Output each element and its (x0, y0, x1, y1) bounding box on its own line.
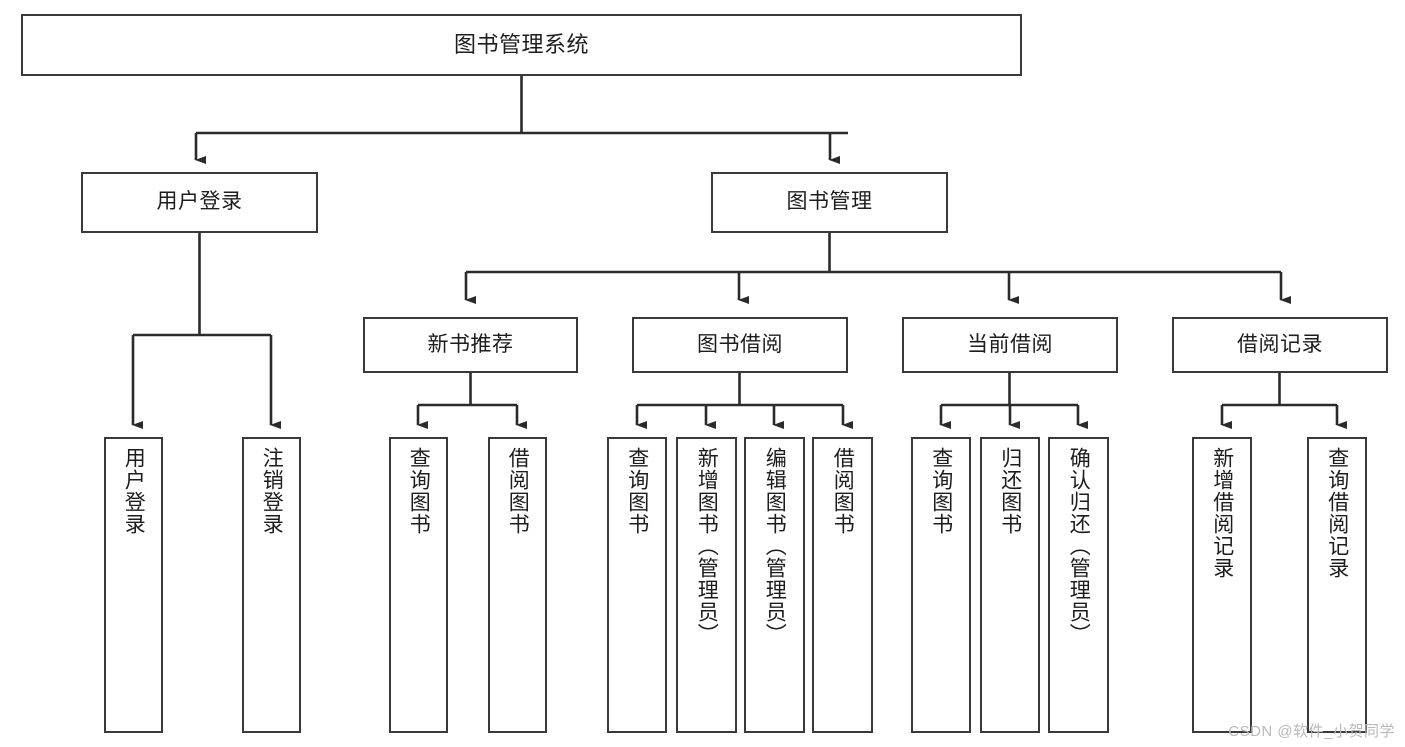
node-leaf-query-book-1[interactable]: 查询图书 (389, 437, 448, 733)
node-leaf-user-login[interactable]: 用户登录 (104, 437, 163, 733)
node-leaf-query-book-1-label: 查询图书 (407, 447, 431, 535)
node-leaf-add-book-label: 新增图书（管理员） (695, 447, 719, 645)
node-borrow-record[interactable]: 借阅记录 (1172, 317, 1388, 373)
node-leaf-edit-book[interactable]: 编辑图书（管理员） (744, 437, 805, 733)
node-borrow-record-label: 借阅记录 (1237, 332, 1323, 356)
node-leaf-borrow-book-1-label: 借阅图书 (506, 447, 530, 535)
node-leaf-query-book-3[interactable]: 查询图书 (911, 437, 971, 733)
node-root[interactable]: 图书管理系统 (21, 14, 1022, 76)
node-leaf-add-record[interactable]: 新增借阅记录 (1192, 437, 1252, 733)
node-user-login[interactable]: 用户登录 (81, 172, 318, 233)
node-leaf-query-book-3-label: 查询图书 (929, 447, 953, 535)
node-book-borrow[interactable]: 图书借阅 (632, 317, 848, 373)
node-book-management[interactable]: 图书管理 (711, 172, 948, 233)
node-leaf-query-book-2-label: 查询图书 (625, 447, 649, 535)
node-leaf-logout-label: 注销登录 (260, 447, 284, 535)
node-leaf-borrow-book-2[interactable]: 借阅图书 (812, 437, 873, 733)
node-leaf-confirm-return[interactable]: 确认归还（管理员） (1048, 437, 1109, 733)
node-leaf-logout[interactable]: 注销登录 (242, 437, 301, 733)
node-leaf-confirm-return-label: 确认归还（管理员） (1067, 447, 1091, 645)
node-leaf-return-book[interactable]: 归还图书 (980, 437, 1040, 733)
node-root-label: 图书管理系统 (453, 32, 589, 58)
node-book-borrow-label: 图书借阅 (697, 332, 783, 356)
node-leaf-add-book[interactable]: 新增图书（管理员） (676, 437, 737, 733)
node-leaf-query-record[interactable]: 查询借阅记录 (1307, 437, 1367, 733)
node-leaf-edit-book-label: 编辑图书（管理员） (763, 447, 787, 645)
node-book-management-label: 图书管理 (786, 190, 873, 214)
node-current-borrow[interactable]: 当前借阅 (902, 317, 1118, 373)
watermark-text: CSDN @软件_小贺同学 (1228, 723, 1395, 740)
node-leaf-return-book-label: 归还图书 (998, 447, 1022, 535)
node-user-login-label: 用户登录 (156, 190, 243, 214)
node-new-book-recommend-label: 新书推荐 (427, 332, 514, 356)
node-leaf-borrow-book-2-label: 借阅图书 (831, 447, 855, 535)
node-leaf-query-book-2[interactable]: 查询图书 (607, 437, 667, 733)
node-current-borrow-label: 当前借阅 (967, 332, 1053, 356)
node-leaf-query-record-label: 查询借阅记录 (1325, 447, 1349, 579)
node-leaf-borrow-book-1[interactable]: 借阅图书 (488, 437, 547, 733)
node-leaf-user-login-label: 用户登录 (122, 447, 146, 535)
node-new-book-recommend[interactable]: 新书推荐 (363, 317, 578, 373)
node-leaf-add-record-label: 新增借阅记录 (1210, 447, 1234, 579)
